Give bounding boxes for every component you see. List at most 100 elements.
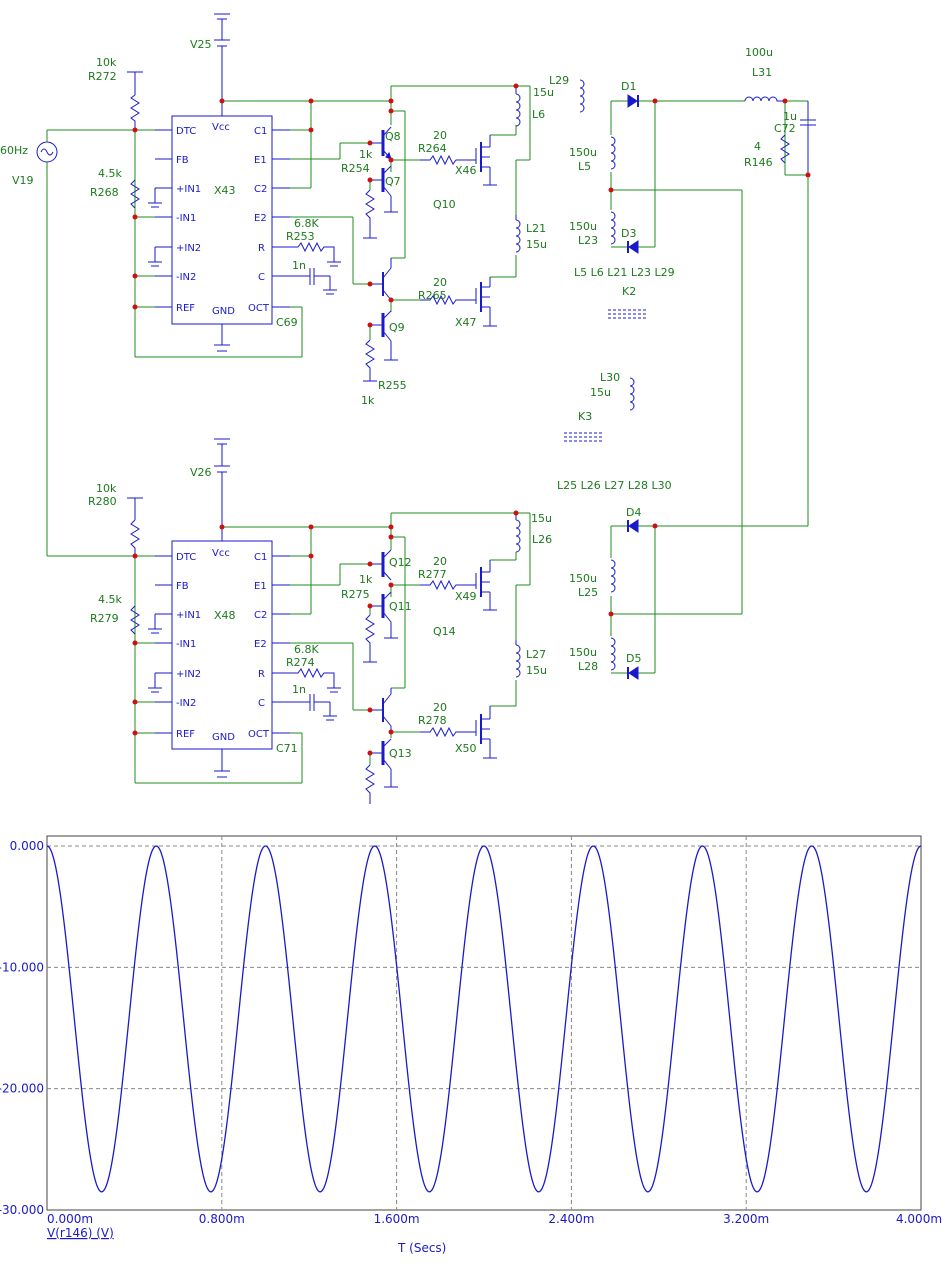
l31-value: 100u — [745, 46, 773, 59]
ic-lower-pin-ref: REF — [176, 729, 195, 740]
d4-ref: D4 — [626, 506, 641, 519]
ic-lower-pin-e2: E2 — [254, 639, 267, 650]
l21-ref: L21 — [526, 222, 546, 235]
ic-pin-ref: REF — [176, 303, 195, 314]
l28-value: 150u — [569, 646, 597, 659]
inductor-l29 — [579, 79, 585, 113]
supply-label: V25 — [190, 38, 212, 51]
resistor-r268 — [130, 179, 140, 209]
ct-lower-value: 1n — [292, 683, 306, 696]
transistor-q14 — [370, 688, 392, 732]
capacitor-ct-lower — [290, 694, 337, 721]
x-tick-label: 1.600m — [374, 1212, 420, 1226]
trace-v-r146 — [46, 845, 922, 1193]
r278-ref: R278 — [418, 714, 447, 727]
transistor-q12 — [370, 549, 392, 581]
c69-ref: C69 — [276, 316, 298, 329]
q9-ref: Q9 — [389, 321, 405, 334]
ic-lower-pin-gnd: GND — [212, 732, 235, 743]
inductor-l25 — [610, 559, 616, 593]
ic-pin-dtc: DTC — [176, 126, 196, 137]
r255-ref: R255 — [378, 379, 407, 392]
ic-pin-c1: C1 — [254, 126, 267, 137]
resistor-r265 — [420, 294, 476, 306]
r265-value: 20 — [433, 276, 447, 289]
mosfet-x50 — [475, 706, 497, 759]
k3-ref: K3 — [578, 410, 592, 423]
diode-d4 — [627, 519, 639, 533]
ic-pin-e1: E1 — [254, 155, 267, 166]
r275-ref: R275 — [341, 588, 370, 601]
transistor-q9 — [370, 310, 398, 361]
r255-value: 1k — [361, 394, 375, 407]
r254-ref: R254 — [341, 162, 370, 175]
x-tick-label: 3.200m — [723, 1212, 769, 1226]
r274-value: 6.8K — [294, 643, 319, 656]
resistor-r275 — [363, 614, 377, 663]
r268-ref: R268 — [90, 186, 119, 199]
k2-list: L5 L6 L21 L23 L29 — [574, 266, 675, 279]
y-tick-label: 0.000 — [10, 839, 44, 853]
l30-value: 15u — [590, 386, 611, 399]
l30-ref: L30 — [600, 371, 620, 384]
ct-value: 1n — [292, 259, 306, 272]
l29-ref: L29 — [549, 74, 569, 87]
plot-frame — [46, 835, 922, 1211]
x-tick-label: 0.000m — [47, 1212, 93, 1226]
r272-ref: R272 — [88, 70, 117, 83]
resistor-r279 — [130, 605, 140, 635]
junction-dots-upper — [132, 83, 519, 328]
resistor-r278 — [420, 726, 476, 738]
ic-pin-in2n: -IN2 — [176, 272, 196, 283]
r275-value: 1k — [359, 573, 373, 586]
capacitor-ct — [290, 268, 337, 295]
ic-pin-in1n: -IN1 — [176, 213, 196, 224]
plot-grid — [47, 836, 921, 1210]
inductor-l31 — [744, 96, 785, 102]
r146-ref: R146 — [744, 156, 773, 169]
inductor-l26 — [515, 515, 521, 553]
r254-value: 1k — [359, 148, 373, 161]
inductor-l28 — [610, 637, 616, 671]
ic-lower-pin-c: C — [258, 698, 265, 709]
l6-value: 15u — [533, 86, 554, 99]
inductor-l5 — [610, 136, 616, 170]
q13-ref: Q13 — [389, 747, 412, 760]
supply-v25-symbol — [214, 13, 230, 100]
resistor-r254 — [363, 189, 377, 239]
r264-ref: R264 — [418, 142, 447, 155]
r280-ref: R280 — [88, 495, 117, 508]
x49-ref: X49 — [455, 590, 477, 603]
ic-lower-pin-dtc: DTC — [176, 552, 196, 563]
ic-lower-pin-c2: C2 — [254, 610, 267, 621]
x-tick-label: 0.800m — [199, 1212, 245, 1226]
diode-d1 — [627, 94, 639, 108]
ic-pin-in2p: +IN2 — [176, 243, 201, 254]
coupling-k2-symbol — [608, 309, 646, 319]
ic-pin-stubs — [155, 100, 290, 352]
supply-label-lower: V26 — [190, 466, 212, 479]
coupling-k3-symbol — [564, 432, 603, 442]
c71-ref: C71 — [276, 742, 298, 755]
x-tick-label: 2.400m — [548, 1212, 594, 1226]
k3-list: L25 L26 L27 L28 L30 — [557, 479, 672, 492]
l26-ref: L26 — [532, 533, 552, 546]
q7-ref: Q7 — [385, 175, 401, 188]
r278-value: 20 — [433, 701, 447, 714]
c72-value: 1u — [783, 110, 797, 123]
ic-lower-pin-e1: E1 — [254, 581, 267, 592]
x50-ref: X50 — [455, 742, 477, 755]
resistor-r274 — [290, 667, 341, 693]
inductor-l21 — [515, 215, 521, 253]
l6-ref: L6 — [532, 108, 545, 121]
transistor-q11 — [370, 591, 398, 639]
trace-legend-label[interactable]: V(r146) (V) — [47, 1226, 114, 1240]
y-tick-label: -30.000 — [0, 1203, 44, 1217]
inductor-l6 — [515, 88, 521, 127]
l5-value: 150u — [569, 146, 597, 159]
l31-ref: L31 — [752, 66, 772, 79]
l25-value: 150u — [569, 572, 597, 585]
d3-ref: D3 — [621, 227, 636, 240]
y-tick-label: -20.000 — [0, 1082, 44, 1096]
